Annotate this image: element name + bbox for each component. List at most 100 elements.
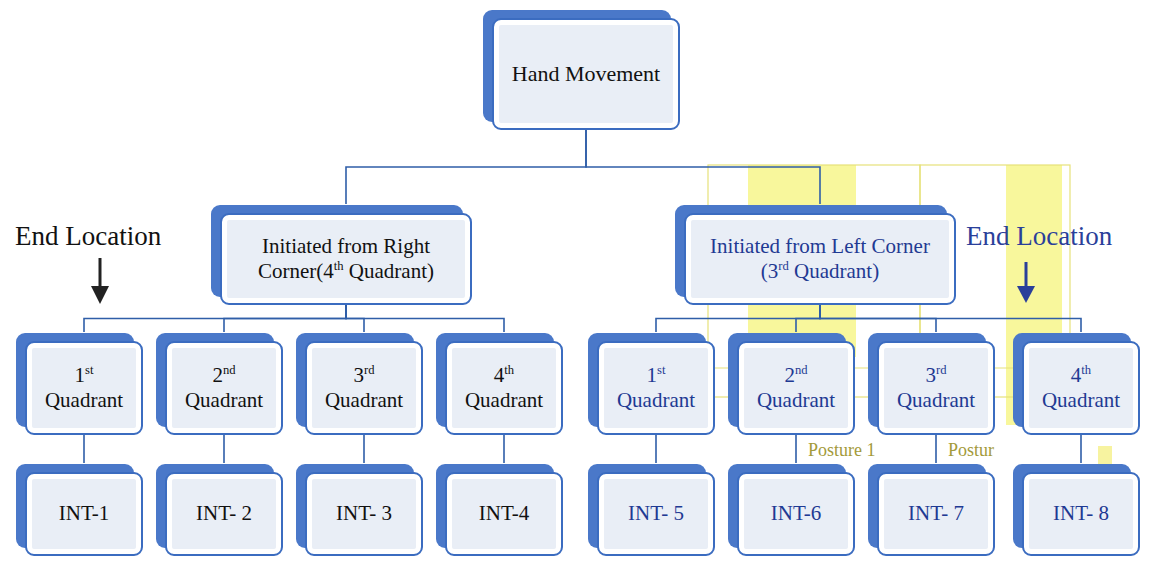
end-location-label: End Location [966, 222, 1112, 252]
text-run: Hand Movement [512, 61, 660, 86]
text-run: Quadrant [617, 388, 695, 412]
text-run: INT-6 [771, 501, 822, 525]
text-run: 4 [1071, 363, 1082, 387]
tree-connector [84, 305, 346, 332]
text-run: INT- 3 [336, 501, 392, 525]
text-run: INT- 8 [1053, 501, 1109, 525]
end-location-label: End Location [15, 222, 161, 252]
ordinal-suffix: th [504, 363, 514, 377]
branch-box: Initiated from Right Corner(4th Quadrant… [220, 213, 472, 305]
tree-connector [656, 305, 820, 332]
quadrant-box: 2nd Quadrant [165, 341, 283, 435]
tree-connector [346, 305, 504, 332]
tree-connector [83, 435, 85, 463]
text-run: 3 [926, 363, 937, 387]
text-run: Quadrant [757, 388, 835, 412]
text-run: 3 [354, 363, 365, 387]
posture-highlight [1098, 446, 1112, 468]
posture-watermark: Posture 1 [808, 441, 876, 461]
int-box: INT- 8 [1022, 472, 1140, 556]
tree-connector [224, 305, 346, 332]
text-run: 2 [784, 363, 795, 387]
text-run: Quadrant [185, 388, 263, 412]
node-text: INT-6 [771, 501, 822, 526]
node-text: INT- 2 [196, 501, 252, 526]
node-text: 2nd Quadrant [747, 363, 845, 413]
node-text: 2nd Quadrant [175, 363, 273, 413]
text-run: Quadrant [465, 388, 543, 412]
node-text: 3rd Quadrant [887, 363, 985, 413]
text-run: Quadrant [1042, 388, 1120, 412]
node-text: 4th Quadrant [1032, 363, 1130, 413]
node-text: 1st Quadrant [607, 363, 705, 413]
end-arrow [99, 258, 102, 290]
tree-connector [1080, 435, 1082, 463]
branch-box: Initiated from Left Corner (3rd Quadrant… [684, 213, 956, 305]
tree-connector [346, 130, 586, 204]
ordinal-suffix: nd [795, 363, 808, 377]
text-run: INT-4 [479, 501, 530, 525]
ordinal-suffix: th [1081, 363, 1091, 377]
tree-connector [586, 130, 820, 204]
node-text: 1st Quadrant [35, 363, 133, 413]
quadrant-box: 2nd Quadrant [737, 341, 855, 435]
text-run: Quadrant) [789, 259, 879, 283]
text-run: 2 [212, 363, 223, 387]
int-box: INT-6 [737, 472, 855, 556]
quadrant-box: 1st Quadrant [597, 341, 715, 435]
node-text: INT- 8 [1053, 501, 1109, 526]
int-box: INT-1 [25, 472, 143, 556]
quadrant-box: 4th Quadrant [1022, 341, 1140, 435]
quadrant-box: 3rd Quadrant [877, 341, 995, 435]
ordinal-suffix: rd [778, 259, 789, 273]
text-run: Quadrant) [344, 259, 434, 283]
ordinal-suffix: nd [223, 363, 236, 377]
text-run: INT- 7 [908, 501, 964, 525]
node-text: INT-1 [59, 501, 110, 526]
node-text: 4th Quadrant [455, 363, 553, 413]
int-box: INT- 2 [165, 472, 283, 556]
tree-connector [795, 435, 797, 463]
int-box: INT- 7 [877, 472, 995, 556]
node-text: 3rd Quadrant [315, 363, 413, 413]
quadrant-box: 4th Quadrant [445, 341, 563, 435]
node-text: INT- 5 [628, 501, 684, 526]
end-arrow-head [91, 286, 109, 304]
tree-connector [655, 435, 657, 463]
ordinal-suffix: th [334, 259, 344, 273]
tree-connector [223, 435, 225, 463]
node-text: INT-4 [479, 501, 530, 526]
node-text: Hand Movement [512, 61, 660, 87]
tree-connector [820, 305, 1081, 332]
text-run: Quadrant [45, 388, 123, 412]
quadrant-box: 3rd Quadrant [305, 341, 423, 435]
tree-connector [503, 435, 505, 463]
tree-connector [363, 435, 365, 463]
posture-watermark: Postur [948, 441, 994, 461]
ordinal-suffix: st [657, 363, 665, 377]
end-arrow [1025, 262, 1028, 290]
node-text: INT- 3 [336, 501, 392, 526]
ordinal-suffix: st [85, 363, 93, 377]
end-arrow-head [1017, 286, 1035, 303]
ordinal-suffix: rd [364, 363, 375, 377]
text-run: INT-1 [59, 501, 110, 525]
node-text: Initiated from Left Corner (3rd Quadrant… [694, 234, 946, 284]
ordinal-suffix: rd [936, 363, 947, 377]
text-run: 1 [75, 363, 86, 387]
text-run: INT- 2 [196, 501, 252, 525]
root-box: Hand Movement [492, 18, 680, 130]
int-box: INT-4 [445, 472, 563, 556]
node-text: INT- 7 [908, 501, 964, 526]
int-box: INT- 5 [597, 472, 715, 556]
text-run: Quadrant [325, 388, 403, 412]
text-run: INT- 5 [628, 501, 684, 525]
int-box: INT- 3 [305, 472, 423, 556]
text-run: 1 [647, 363, 658, 387]
text-run: Quadrant [897, 388, 975, 412]
quadrant-box: 1st Quadrant [25, 341, 143, 435]
tree-connector [935, 435, 937, 463]
text-run: 4 [494, 363, 505, 387]
tree-connector [796, 305, 820, 332]
